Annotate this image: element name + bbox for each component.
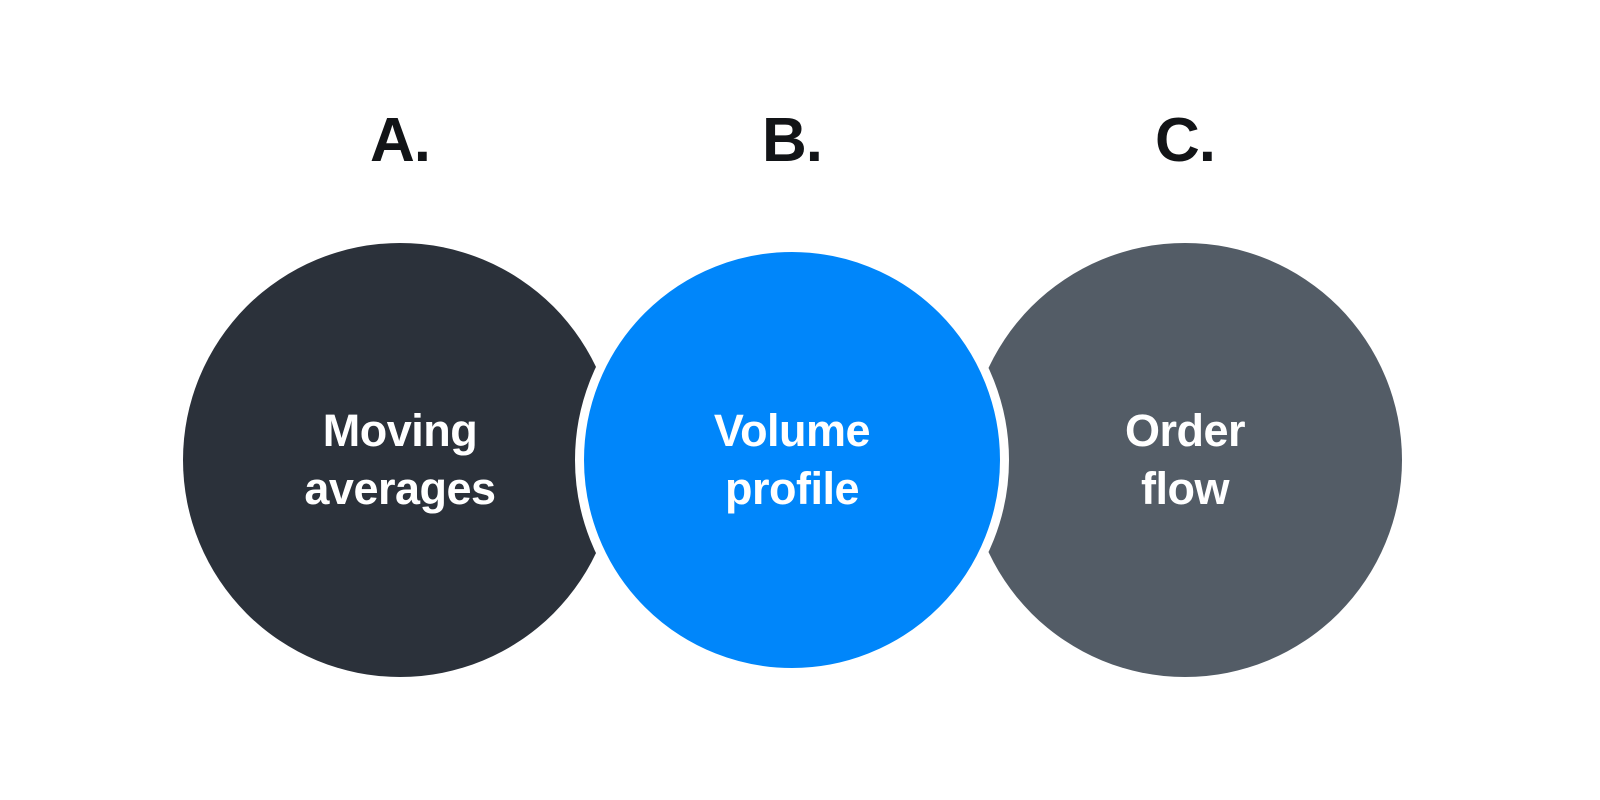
- marker-labels-row: A. B. C.: [0, 0, 1600, 230]
- circle-label-order-flow: Order flow: [1124, 405, 1246, 514]
- marker-label-a: A.: [370, 106, 431, 175]
- circle-label-moving-averages: Moving averages: [304, 405, 496, 514]
- marker-label-b: B.: [762, 106, 823, 175]
- marker-label-c: C.: [1155, 106, 1216, 175]
- circle-moving-averages[interactable]: Moving averages: [183, 243, 617, 677]
- circle-order-flow[interactable]: Order flow: [968, 243, 1402, 677]
- circle-label-volume-profile: Volume profile: [713, 405, 871, 514]
- circle-volume-profile[interactable]: Volume profile: [575, 243, 1009, 677]
